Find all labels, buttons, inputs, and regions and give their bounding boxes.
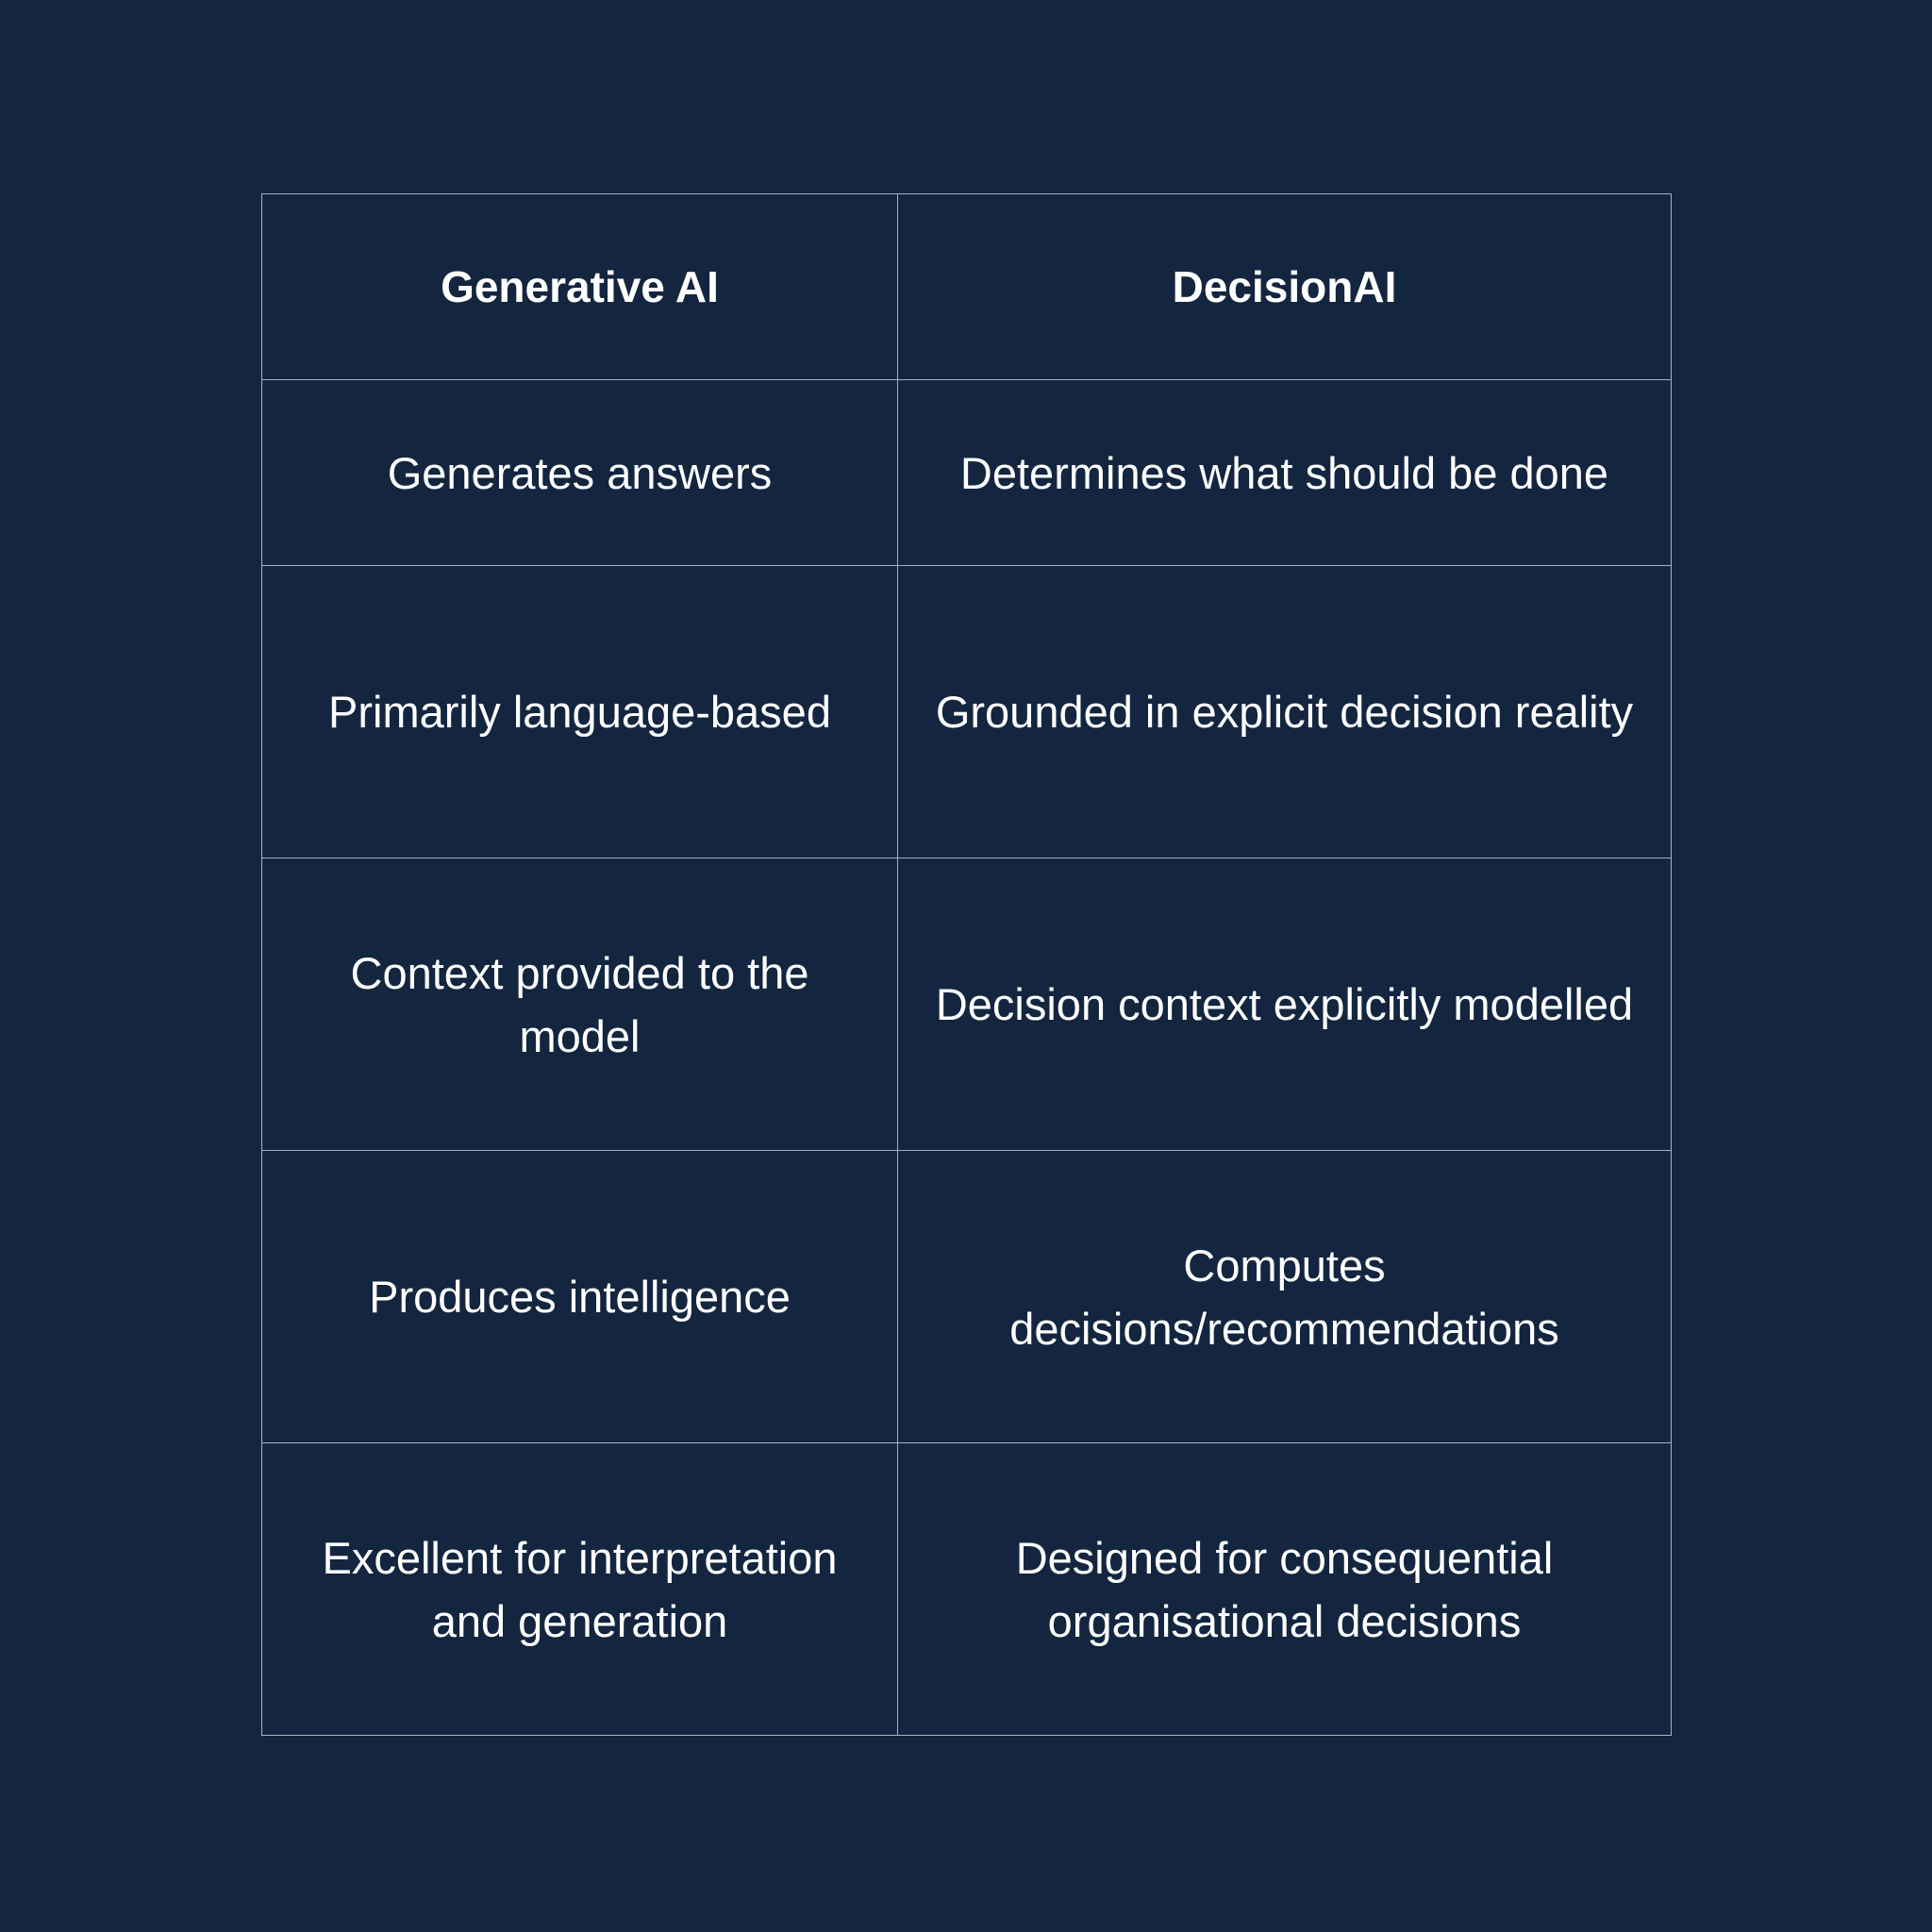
- table-row: Generates answers Determines what should…: [261, 379, 1672, 566]
- header-generative-ai: Generative AI: [261, 193, 898, 380]
- cell-generative-ai: Primarily language-based: [261, 565, 898, 858]
- cell-decision-ai: Decision context explicitly modelled: [897, 858, 1672, 1151]
- cell-generative-ai: Generates answers: [261, 379, 898, 566]
- cell-generative-ai: Context provided to the model: [261, 858, 898, 1151]
- cell-generative-ai: Excellent for interpretation and generat…: [261, 1442, 898, 1736]
- table-row: Produces intelligence Computes decisions…: [261, 1150, 1672, 1443]
- table-row: Excellent for interpretation and generat…: [261, 1442, 1672, 1736]
- comparison-table: Generative AI DecisionAI Generates answe…: [261, 193, 1672, 1736]
- cell-decision-ai: Computes decisions/recommendations: [897, 1150, 1672, 1443]
- table-row: Primarily language-based Grounded in exp…: [261, 565, 1672, 858]
- header-row: Generative AI DecisionAI: [261, 193, 1672, 380]
- header-decision-ai: DecisionAI: [897, 193, 1672, 380]
- cell-decision-ai: Determines what should be done: [897, 379, 1672, 566]
- cell-generative-ai: Produces intelligence: [261, 1150, 898, 1443]
- cell-decision-ai: Designed for consequential organisationa…: [897, 1442, 1672, 1736]
- table-row: Context provided to the model Decision c…: [261, 858, 1672, 1151]
- cell-decision-ai: Grounded in explicit decision reality: [897, 565, 1672, 858]
